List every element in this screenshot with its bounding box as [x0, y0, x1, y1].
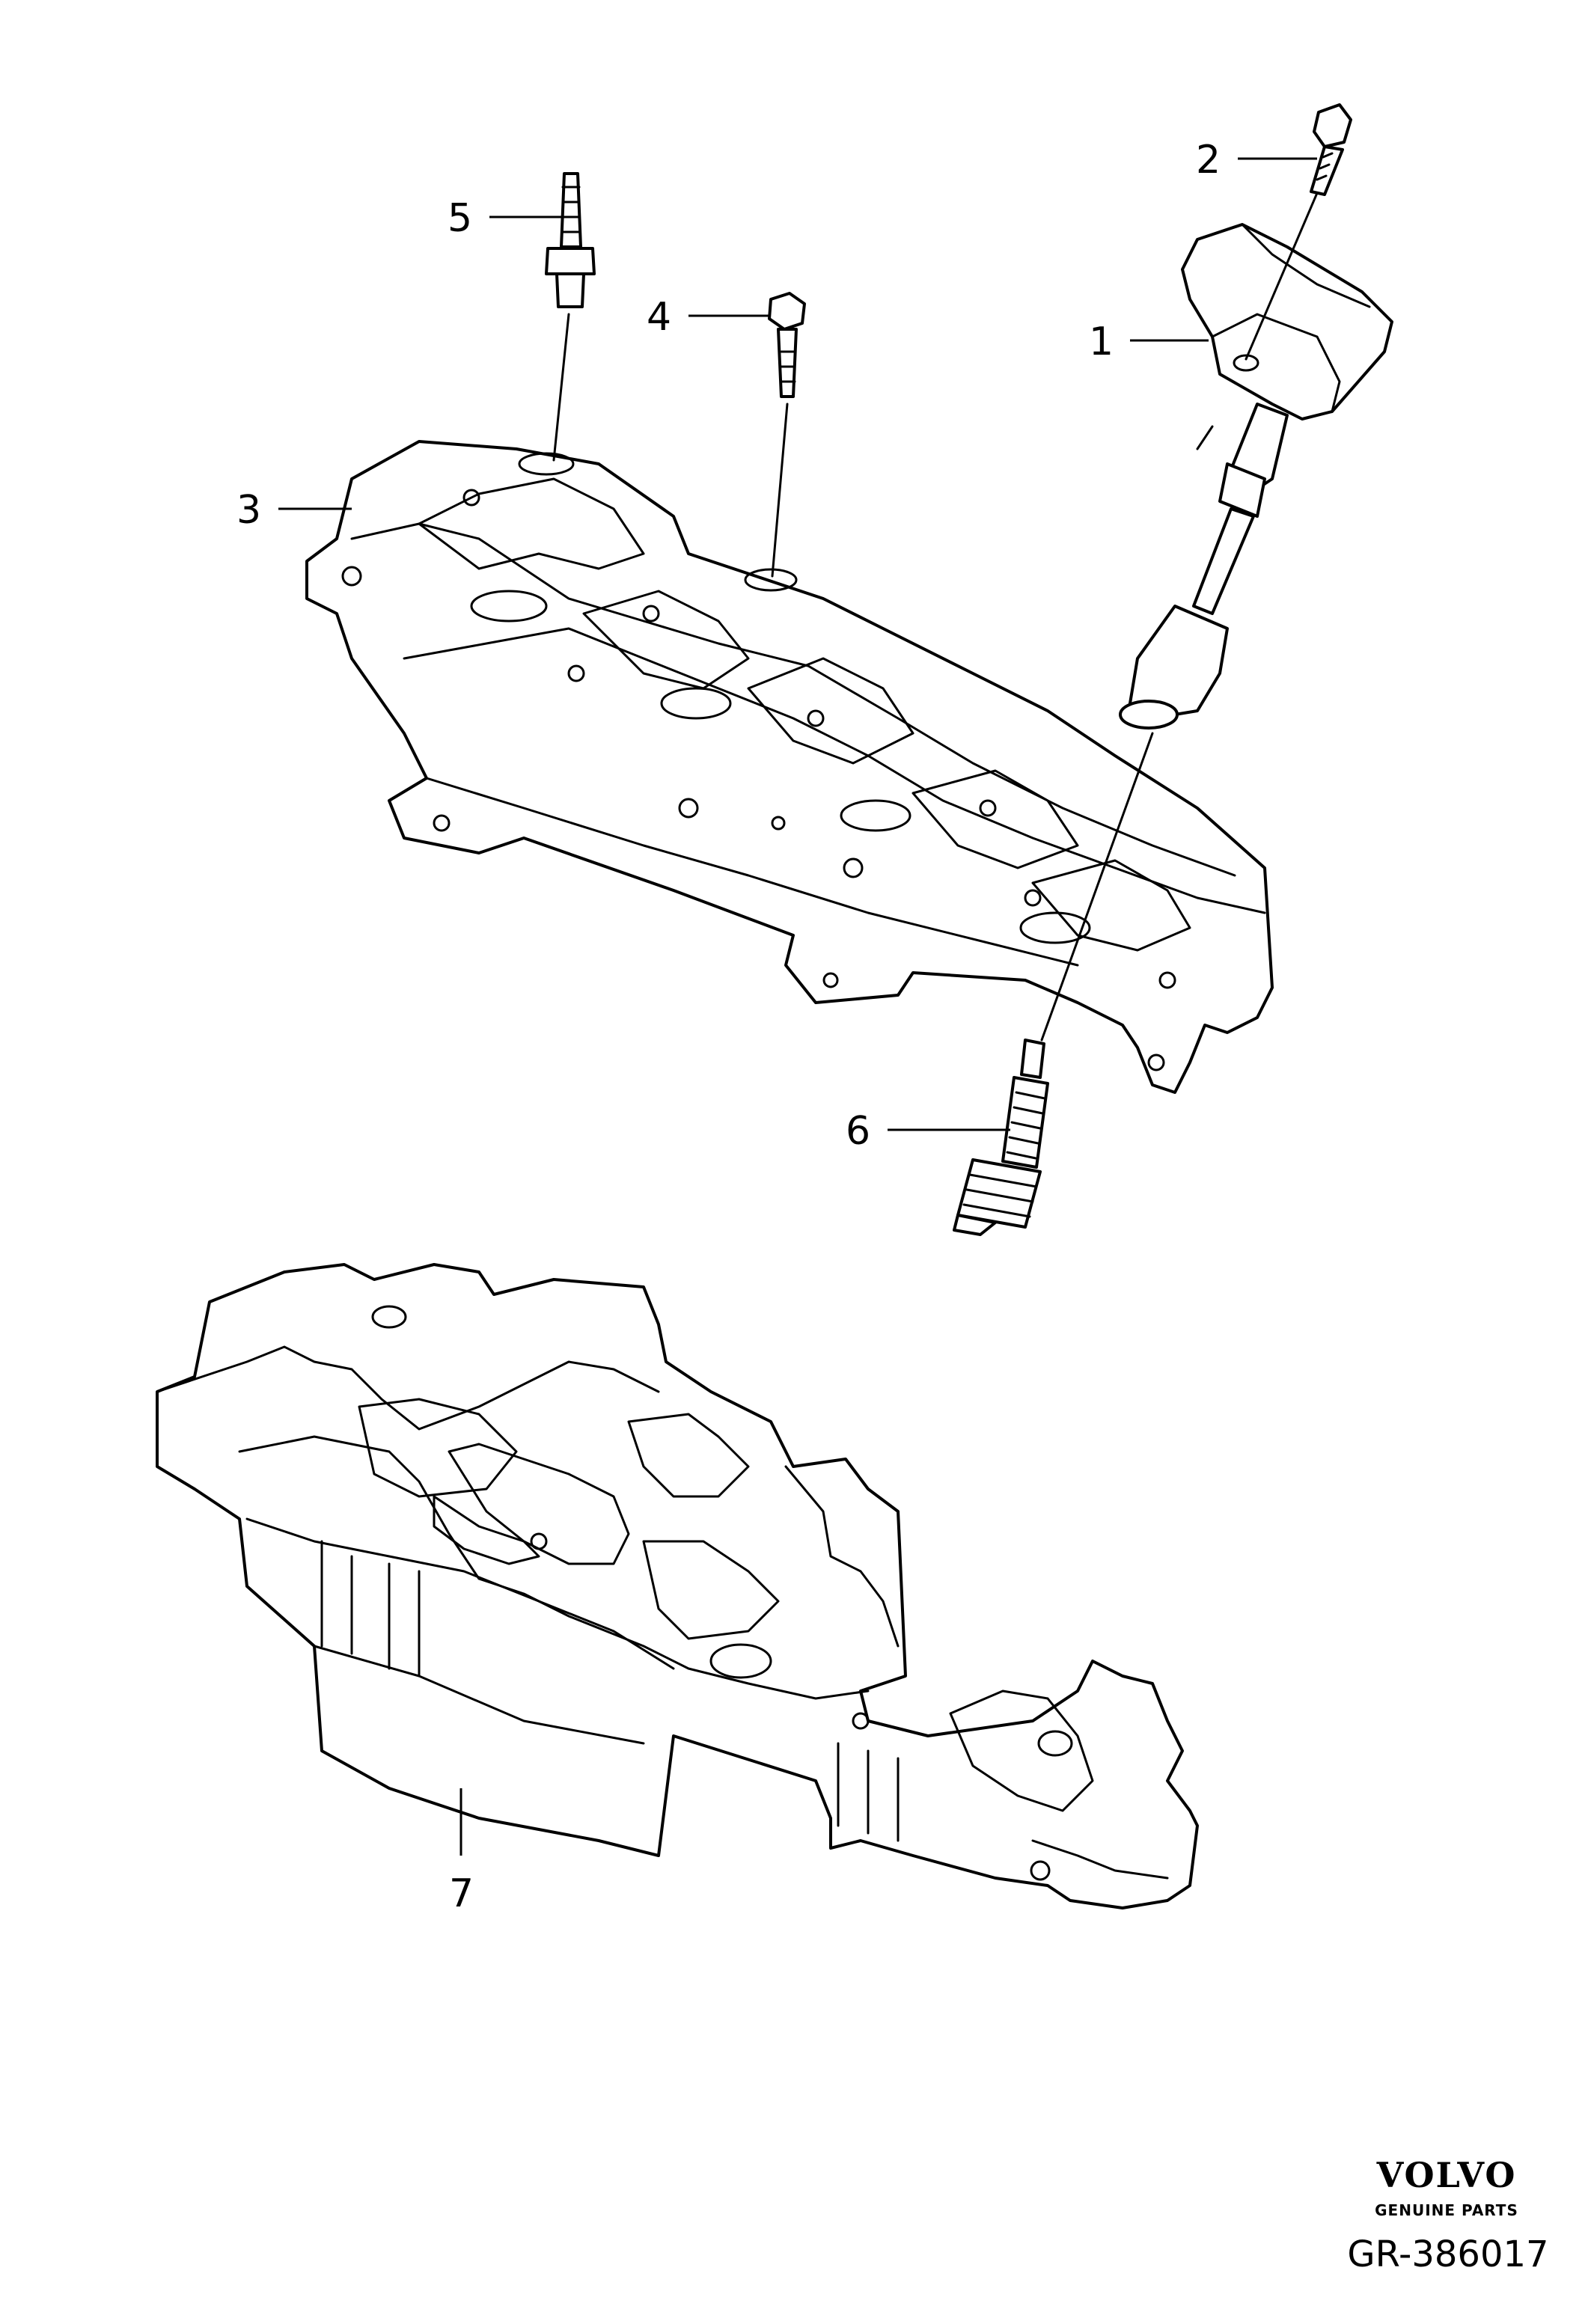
volvo-logo: VOLVO: [1376, 2155, 1517, 2195]
coil-bolt: [1245, 103, 1352, 361]
spark-plug: [953, 732, 1154, 1236]
callout-label: 2: [1196, 138, 1221, 183]
callout-label: 6: [846, 1109, 870, 1154]
callout-6: 6: [846, 1109, 1010, 1154]
bracket-bolt: [768, 292, 806, 578]
callout-label: 1: [1089, 319, 1114, 364]
callout-2: 2: [1196, 138, 1317, 183]
coil-bracket: [305, 440, 1274, 1094]
callout-5: 5: [448, 196, 563, 241]
ignition-coil: [1119, 223, 1393, 730]
callout-3: 3: [236, 488, 352, 533]
callout-label: 7: [449, 1871, 474, 1916]
stud-bolt: [545, 172, 596, 462]
callout-label: 5: [448, 196, 472, 241]
callout-7: 7: [449, 1788, 474, 1916]
callout-label: 4: [647, 295, 671, 340]
genuine-parts-tagline: GENUINE PARTS: [1375, 2201, 1518, 2219]
callout-1: 1: [1089, 319, 1209, 364]
engine-cover-insulator: [156, 1263, 1199, 1909]
callout-label: 3: [236, 488, 261, 533]
diagram-reference-number: GR-386017: [1347, 2233, 1549, 2275]
callout-4: 4: [647, 295, 769, 340]
